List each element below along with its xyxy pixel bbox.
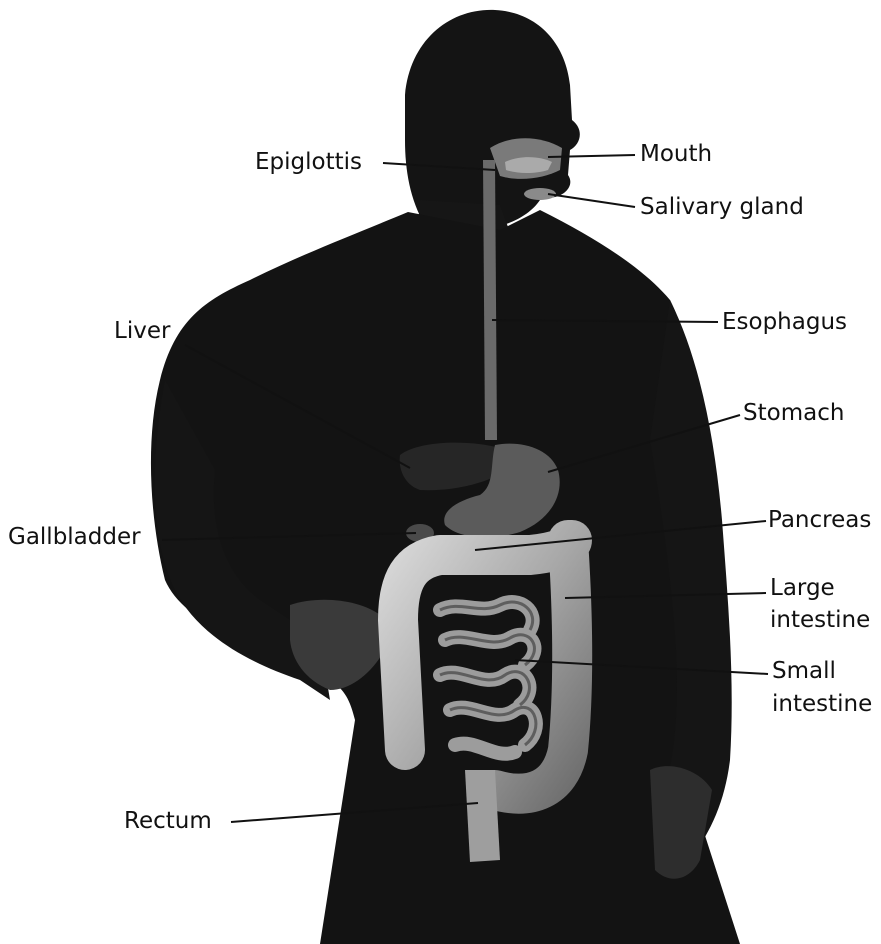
label-gallbladder: Gallbladder xyxy=(8,524,141,551)
label-small-intestine-line2: intestine xyxy=(772,691,872,718)
salivary-gland-leader xyxy=(548,194,635,207)
label-pancreas: Pancreas xyxy=(768,507,871,534)
label-epiglottis: Epiglottis xyxy=(255,149,362,176)
esophagus-tube xyxy=(483,160,497,440)
label-large-intestine-line2: intestine xyxy=(770,607,870,634)
label-salivary-gland: Salivary gland xyxy=(640,194,804,221)
label-rectum: Rectum xyxy=(124,808,212,835)
label-small-intestine-line1: Small xyxy=(772,658,836,685)
tongue xyxy=(505,157,552,173)
label-mouth: Mouth xyxy=(640,141,712,168)
label-stomach: Stomach xyxy=(743,400,844,427)
label-esophagus: Esophagus xyxy=(722,309,847,336)
label-large-intestine-line1: Large xyxy=(770,575,835,602)
rectum-organ xyxy=(465,770,500,862)
torso xyxy=(151,210,740,944)
label-liver: Liver xyxy=(114,318,170,345)
